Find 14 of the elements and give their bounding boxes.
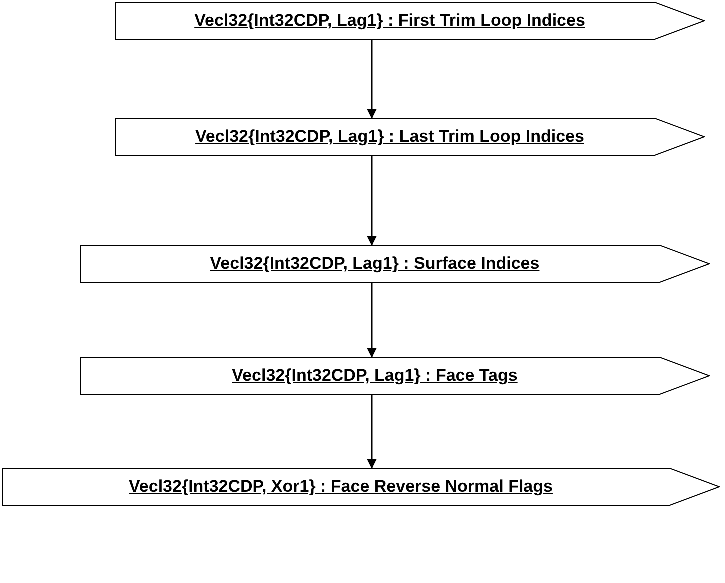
pentagon-arrow-box [115, 118, 705, 156]
arrow [367, 156, 377, 246]
node-label: Vecl32{Int32CDP, Lag1} : Face Tags [232, 365, 518, 387]
arrow [367, 283, 377, 358]
pentagon-arrow-box [80, 245, 710, 283]
arrow [367, 395, 377, 469]
pentagon-arrow-box [115, 2, 705, 40]
node-label: Vecl32{Int32CDP, Lag1} : First Trim Loop Indices [194, 10, 586, 32]
arrow [367, 40, 377, 119]
pentagon-arrow-box [2, 468, 720, 506]
node-label: Vecl32{Int32CDP, Xor1} : Face Reverse Normal Flags [129, 476, 553, 498]
node-label: Vecl32{Int32CDP, Lag1} : Last Trim Loop Indices [196, 126, 584, 148]
pentagon-arrow-box [80, 357, 710, 395]
node-label: Vecl32{Int32CDP, Lag1} : Surface Indices [210, 253, 540, 275]
